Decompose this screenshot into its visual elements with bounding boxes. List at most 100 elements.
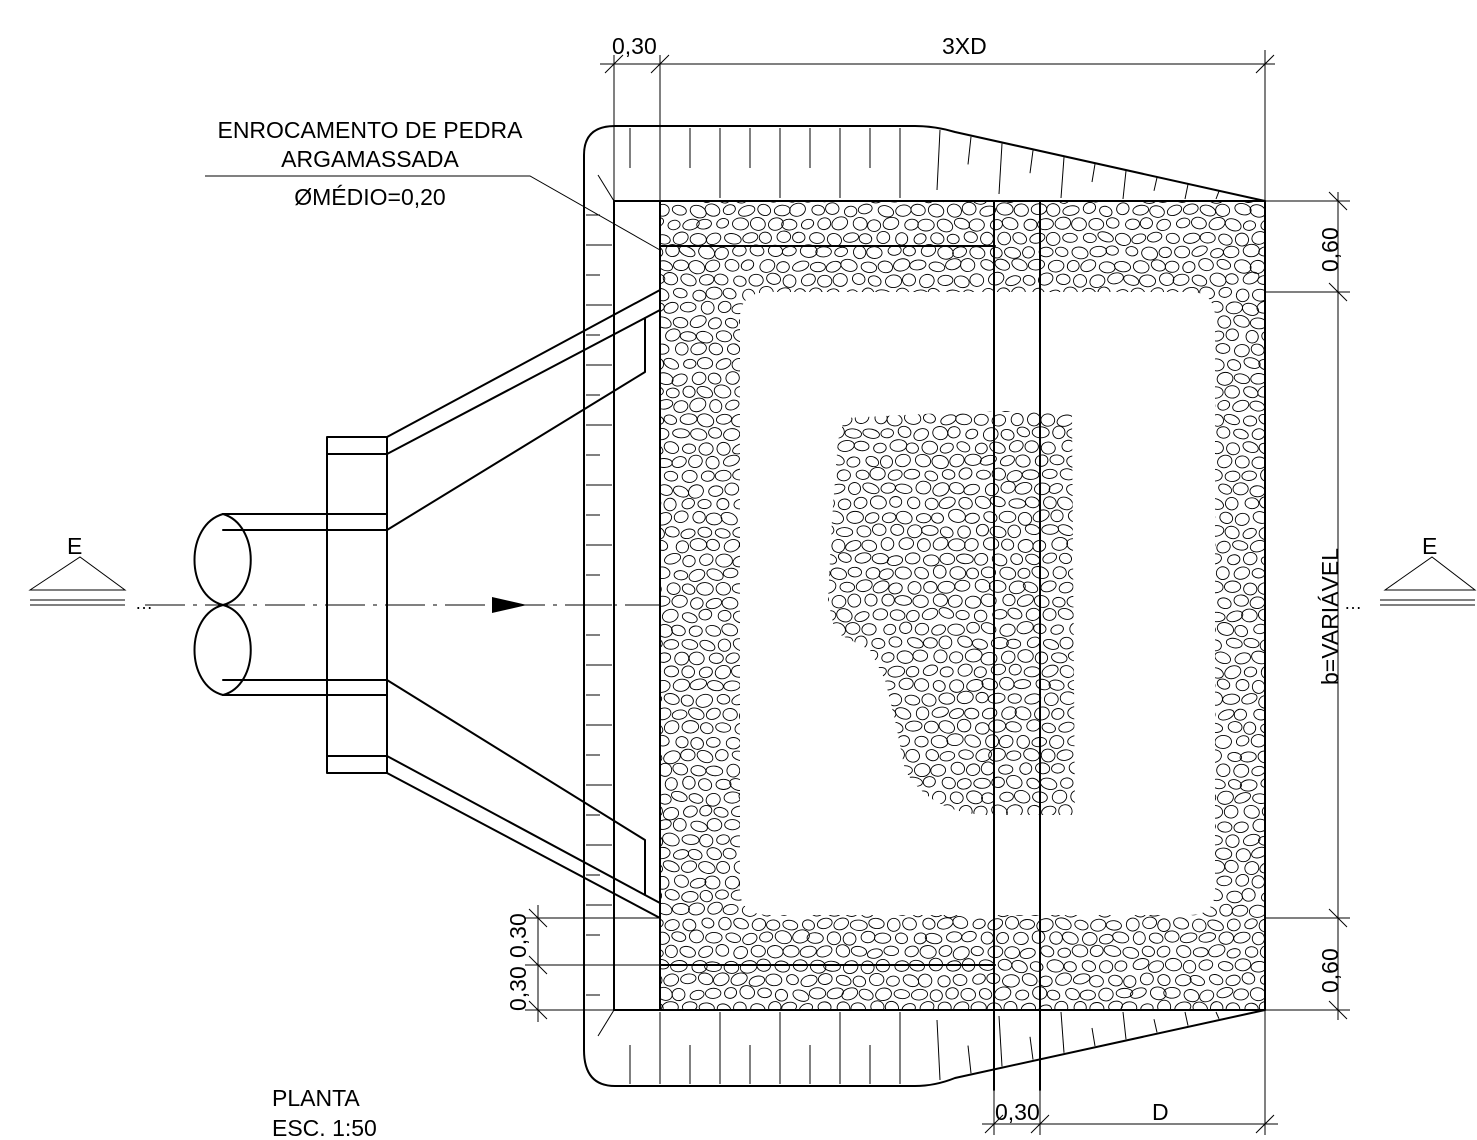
rock-stone bbox=[1098, 987, 1114, 1002]
rock-stone bbox=[886, 413, 903, 427]
rock-stone bbox=[1139, 300, 1156, 314]
rock-stone bbox=[1244, 918, 1258, 930]
rock-stone bbox=[834, 637, 849, 649]
rock-stone bbox=[866, 246, 883, 259]
rock-stone bbox=[722, 287, 737, 300]
rock-stone bbox=[859, 595, 877, 609]
rock-stone bbox=[723, 539, 740, 553]
rock-stone bbox=[843, 484, 860, 497]
rock-stone bbox=[910, 988, 929, 1001]
rock-stone bbox=[923, 637, 938, 649]
rock-stone bbox=[843, 681, 861, 693]
rock-stone bbox=[957, 663, 973, 677]
rock-stone bbox=[845, 540, 862, 552]
rock-stone bbox=[1098, 540, 1113, 553]
rock-stone bbox=[1016, 397, 1032, 412]
rock-stone bbox=[792, 567, 809, 581]
rock-stone bbox=[962, 289, 977, 301]
rock-stone bbox=[758, 848, 775, 861]
rock-stone bbox=[671, 709, 688, 720]
rock-stone bbox=[699, 834, 714, 848]
rock-stone bbox=[675, 736, 689, 749]
rock-stone bbox=[1171, 834, 1189, 848]
rock-stone bbox=[991, 553, 1008, 567]
rock-stone bbox=[866, 750, 884, 764]
rock-stone bbox=[1244, 861, 1260, 875]
rock-stone bbox=[859, 708, 877, 721]
rock-stone bbox=[660, 1002, 664, 1010]
rock-stone bbox=[674, 874, 689, 888]
rock-stone bbox=[1165, 426, 1181, 441]
rock-stone bbox=[716, 441, 731, 456]
rock-stone bbox=[841, 400, 858, 413]
rock-stone bbox=[733, 860, 749, 875]
rock-stone bbox=[980, 931, 994, 945]
rock-stone bbox=[1176, 217, 1191, 229]
rock-stone bbox=[827, 791, 841, 804]
rock-stone bbox=[801, 415, 818, 426]
rock-stone bbox=[1104, 385, 1120, 397]
rock-stone bbox=[667, 219, 681, 231]
rock-stone bbox=[934, 525, 951, 538]
rock-stone bbox=[1215, 566, 1230, 581]
rock-stone bbox=[1039, 777, 1058, 790]
rock-stone bbox=[1055, 329, 1070, 341]
rock-stone bbox=[801, 777, 815, 790]
rock-stone bbox=[765, 386, 780, 398]
rock-stone bbox=[911, 791, 928, 804]
rock-stone bbox=[759, 931, 774, 943]
rock-stone bbox=[1205, 722, 1224, 733]
rock-stone bbox=[868, 609, 885, 624]
rock-stone bbox=[1257, 608, 1265, 622]
rock-stone bbox=[672, 762, 689, 776]
rock-stone bbox=[1008, 440, 1024, 453]
rock-stone bbox=[1064, 738, 1078, 749]
rock-stone bbox=[874, 932, 892, 944]
rock-stone bbox=[953, 330, 968, 342]
rock-stone bbox=[911, 428, 925, 441]
rock-stone bbox=[1257, 750, 1265, 764]
rock-stone bbox=[949, 708, 965, 719]
rock-stone bbox=[842, 932, 857, 946]
rock-stone bbox=[917, 218, 935, 232]
rock-stone bbox=[1115, 987, 1134, 999]
rock-stone bbox=[852, 975, 867, 988]
rock-stone bbox=[1027, 258, 1045, 271]
rock-stone bbox=[1016, 426, 1031, 438]
rock-stone bbox=[1058, 804, 1073, 815]
rock-stone bbox=[681, 860, 697, 873]
rock-stone bbox=[1081, 540, 1098, 553]
rock-stone bbox=[998, 764, 1014, 775]
rock-stone bbox=[963, 483, 980, 496]
rock-stone bbox=[1055, 246, 1069, 257]
rock-stone bbox=[838, 775, 853, 790]
rock-stone bbox=[939, 552, 956, 565]
rock-stone bbox=[1019, 762, 1033, 775]
rock-stone bbox=[803, 439, 818, 452]
rock-stone bbox=[964, 903, 978, 915]
rock-stone bbox=[700, 470, 715, 482]
rock-stone bbox=[748, 357, 763, 371]
rock-stone bbox=[791, 483, 809, 496]
rock-stone bbox=[1090, 527, 1104, 540]
rock-stone bbox=[828, 424, 829, 439]
rock-stone bbox=[932, 680, 946, 692]
dimension-lines bbox=[525, 50, 1350, 1135]
rock-stone bbox=[935, 388, 951, 400]
rock-stone bbox=[699, 639, 716, 652]
rock-stone bbox=[793, 736, 808, 749]
rock-stone bbox=[870, 384, 884, 397]
rock-stone bbox=[1073, 666, 1089, 680]
rock-stone bbox=[1001, 650, 1016, 664]
rock-stone bbox=[867, 201, 884, 204]
rock-stone bbox=[1224, 218, 1242, 232]
rock-stone bbox=[1043, 692, 1059, 706]
rock-stone bbox=[724, 875, 740, 890]
rock-stone bbox=[817, 217, 832, 231]
rock-stone bbox=[1233, 428, 1249, 440]
rock-stone bbox=[1124, 862, 1138, 876]
rock-stone bbox=[848, 762, 862, 775]
rock-stone bbox=[1106, 833, 1123, 845]
rock-stone bbox=[1081, 314, 1098, 329]
rock-stone bbox=[721, 623, 739, 637]
